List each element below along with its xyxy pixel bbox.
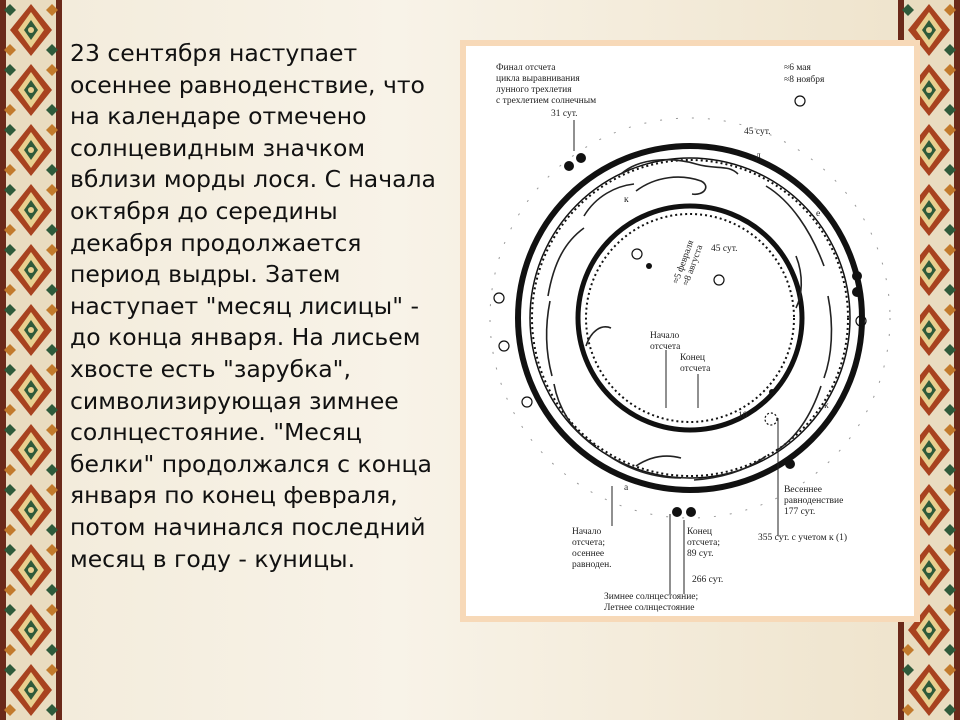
animal-figures (545, 158, 833, 481)
start-label-1: Начало (650, 331, 680, 341)
end-label-2: отсчета (680, 364, 711, 374)
note-top-right-2: ≈8 ноября (784, 74, 825, 85)
note-bottom-center-1: Конец (687, 527, 712, 537)
calendar-figure: Финал отсчета цикла выравнивания лунного… (460, 40, 920, 622)
letter-e: е (816, 209, 820, 219)
note-bottom-left-1: Начало (572, 527, 602, 537)
solstice-note-1: Зимнее солнцестояние; (604, 592, 698, 602)
note-top-left-2: цикла выравнивания (496, 74, 580, 84)
number-ten: 10 (738, 411, 748, 421)
note-top-right-1: ≈6 мая (784, 63, 812, 73)
note-top-left-4: с трехлетием солнечным (496, 96, 596, 106)
solstice-note-2: Летнее солнцестояние (604, 603, 694, 613)
letter-k: к (624, 195, 629, 205)
note-top-left-1: Финал отсчета (496, 63, 556, 73)
ornamental-border-left (0, 0, 62, 720)
letter-d: д (756, 151, 761, 161)
note-bottom-right: 355 сут. с учетом к (1) (758, 532, 847, 543)
letter-a: а (624, 483, 629, 493)
note-bottom-left-3: осеннее (572, 549, 604, 559)
note-bottom-left-4: равноден. (572, 560, 612, 570)
note-top-left-3: лунного трехлетия (496, 85, 572, 95)
note-bottom-left-2: отсчета; (572, 538, 605, 548)
end-label-1: Конец (680, 353, 705, 363)
note-bottom-center-3: 89 сут. (687, 549, 714, 559)
calendar-diagram: Финал отсчета цикла выравнивания лунного… (489, 63, 891, 613)
note-bottom-center-2: отсчета; (687, 538, 720, 548)
note-top-left-days: 31 сут. (551, 109, 578, 119)
outer-45-days: 45 сут. (744, 127, 771, 137)
inner-45-days: 45 сут. (711, 244, 738, 254)
start-label-2: отсчета (650, 342, 681, 352)
slide-body-text: 23 сентября наступает осеннее равноденст… (70, 39, 436, 573)
note-right-2: равноденствие (784, 496, 843, 506)
letter-zh: ж (821, 401, 829, 411)
note-right-1: Весеннее (784, 485, 822, 495)
note-right-3: 177 сут. (784, 507, 815, 517)
days-266: 266 сут. (692, 575, 723, 585)
